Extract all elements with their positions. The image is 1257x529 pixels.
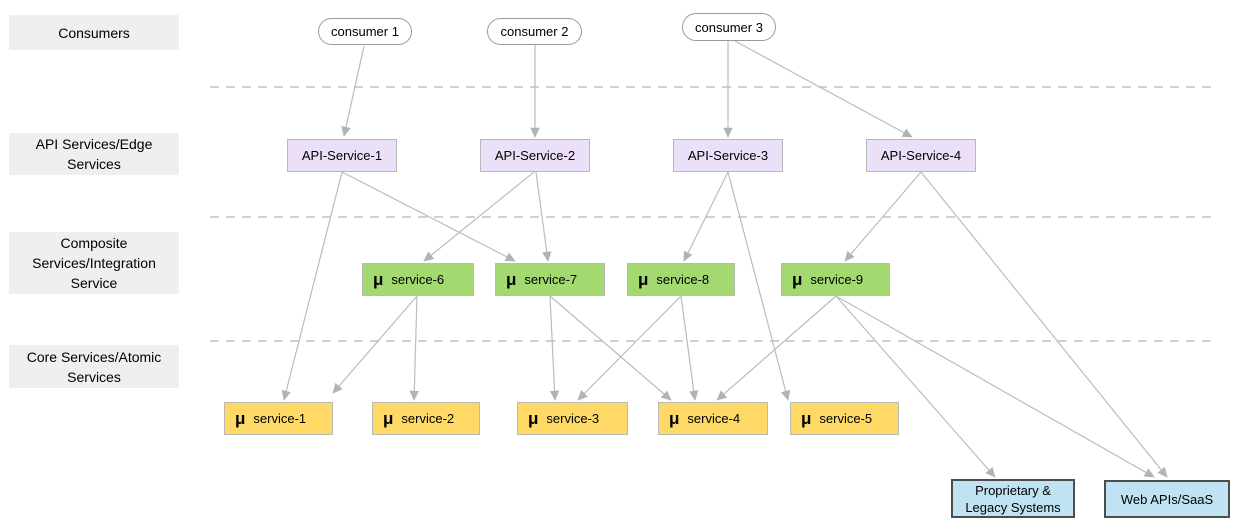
node-consumer-3[interactable]: consumer 3 xyxy=(682,13,776,41)
node-label: service-5 xyxy=(819,411,873,426)
node-service-3[interactable]: μ service-3 xyxy=(517,402,628,435)
node-consumer-1[interactable]: consumer 1 xyxy=(318,18,412,45)
mu-icon: μ xyxy=(638,270,649,289)
edge-api2-to-service6 xyxy=(423,171,535,262)
node-label: API-Service-3 xyxy=(687,148,769,163)
edge-api4-to-webapis xyxy=(920,171,1168,478)
node-label: service-6 xyxy=(391,272,445,287)
edge-service7-to-service3 xyxy=(549,295,560,401)
node-label: service-1 xyxy=(253,411,307,426)
layer-label-consumers: Consumers xyxy=(9,15,179,50)
mu-icon: μ xyxy=(373,270,384,289)
node-service-7[interactable]: μ service-7 xyxy=(495,263,605,296)
layer-label-text: Core Services/Atomic Services xyxy=(26,348,162,385)
edge-service8-to-service4 xyxy=(680,295,699,401)
node-label: API-Service-2 xyxy=(494,148,576,163)
edge-service9-to-service4 xyxy=(716,295,837,401)
node-proprietary-legacy-systems[interactable]: Proprietary & Legacy Systems xyxy=(951,479,1075,518)
node-label: service-2 xyxy=(401,411,455,426)
node-label: service-4 xyxy=(687,411,741,426)
node-service-4[interactable]: μ service-4 xyxy=(658,402,768,435)
edge-api3-to-service5 xyxy=(727,171,791,401)
mu-icon: μ xyxy=(792,270,803,289)
node-label: service-9 xyxy=(810,272,864,287)
edge-consumer3-to-api4 xyxy=(734,40,913,138)
edge-api1-to-service1 xyxy=(281,171,343,401)
edge-service6-to-service1 xyxy=(332,295,418,394)
layer-label-api-services: API Services/Edge Services xyxy=(9,133,179,175)
node-label: API-Service-1 xyxy=(301,148,383,163)
layer-label-composite-services: Composite Services/Integration Service xyxy=(9,232,179,294)
node-api-service-4[interactable]: API-Service-4 xyxy=(866,139,976,172)
mu-icon: μ xyxy=(506,270,517,289)
node-label: Web APIs/SaaS xyxy=(1120,491,1214,507)
node-api-service-2[interactable]: API-Service-2 xyxy=(480,139,590,172)
node-service-1[interactable]: μ service-1 xyxy=(224,402,333,435)
edge-consumer1-to-api1 xyxy=(341,45,365,137)
node-label: consumer 2 xyxy=(500,24,569,39)
mu-icon: μ xyxy=(383,409,394,428)
node-label: service-8 xyxy=(656,272,710,287)
node-label: Proprietary & Legacy Systems xyxy=(965,482,1061,515)
edge-service8-to-service3 xyxy=(577,295,682,401)
edge-service9-to-legacy xyxy=(835,295,996,478)
layer-label-text: Consumers xyxy=(58,24,130,41)
node-api-service-3[interactable]: API-Service-3 xyxy=(673,139,783,172)
node-api-service-1[interactable]: API-Service-1 xyxy=(287,139,397,172)
node-service-5[interactable]: μ service-5 xyxy=(790,402,899,435)
edge-api4-to-service9 xyxy=(844,171,922,262)
edge-service9-to-webapis xyxy=(835,295,1155,478)
mu-icon: μ xyxy=(669,409,680,428)
node-label: service-3 xyxy=(546,411,600,426)
node-label: service-7 xyxy=(524,272,578,287)
node-label: consumer 1 xyxy=(331,24,399,39)
mu-icon: μ xyxy=(801,409,812,428)
edge-service6-to-service2 xyxy=(409,295,420,401)
edge-api1-to-service7 xyxy=(341,171,516,262)
node-service-8[interactable]: μ service-8 xyxy=(627,263,735,296)
layer-label-text: API Services/Edge Services xyxy=(35,136,153,172)
node-consumer-2[interactable]: consumer 2 xyxy=(487,18,582,45)
edge-api3-to-service8 xyxy=(683,171,729,262)
edge-service7-to-service4 xyxy=(549,295,672,401)
node-label: API-Service-4 xyxy=(880,148,962,163)
mu-icon: μ xyxy=(528,409,539,428)
node-web-apis-saas[interactable]: Web APIs/SaaS xyxy=(1104,480,1230,518)
layer-label-core-services: Core Services/Atomic Services xyxy=(9,345,179,388)
node-service-6[interactable]: μ service-6 xyxy=(362,263,474,296)
edge-api2-to-service7 xyxy=(535,171,552,262)
node-service-2[interactable]: μ service-2 xyxy=(372,402,480,435)
mu-icon: μ xyxy=(235,409,246,428)
layer-label-text: Composite Services/Integration Service xyxy=(32,235,156,291)
node-label: consumer 3 xyxy=(695,19,763,35)
node-service-9[interactable]: μ service-9 xyxy=(781,263,890,296)
